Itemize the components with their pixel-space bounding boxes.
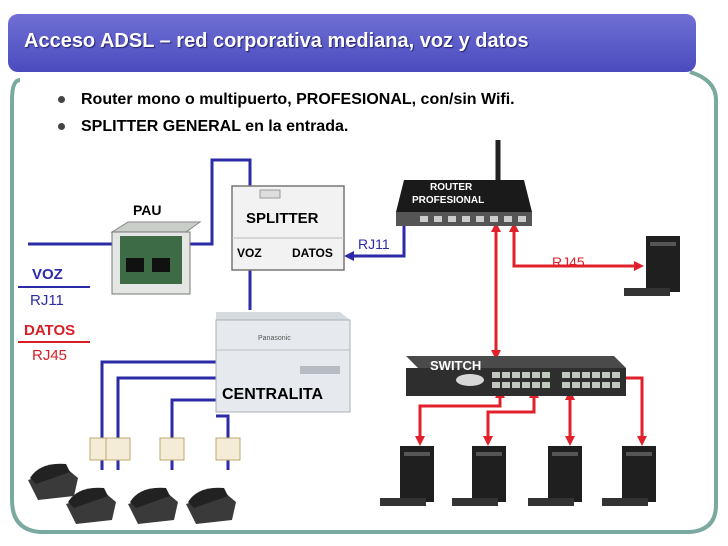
wall-socket-icon [89,437,241,461]
bullet-text: Router mono o multipuerto, PROFESIONAL, … [81,91,515,108]
slide-title: Acceso ADSL – red corporativa mediana, v… [24,30,529,52]
phone-icon [28,463,236,524]
bullet-item: Router mono o multipuerto, PROFESIONAL, … [58,91,515,109]
router-label-line1: ROUTER [430,182,473,193]
switch-label: SWITCH [430,358,482,373]
bullet-item: SPLITTER GENERAL en la entrada. [58,118,348,136]
rj11-router-label: RJ11 [358,236,390,252]
splitter-device-icon [231,185,345,271]
switch-icon [406,356,626,396]
router-label-line2: PROFESIONAL [412,195,485,206]
pbx-icon [215,312,351,413]
computer-icon [380,236,680,506]
splitter-label: SPLITTER [246,210,319,227]
data-lines [418,230,644,438]
legend-rj11: RJ11 [30,292,64,309]
pbx-brand-label: Panasonic [258,335,291,342]
pau-box-icon [110,221,202,295]
splitter-datos-port: DATOS [292,246,333,260]
router-icon [396,140,532,226]
bullet-dot-icon [58,123,65,131]
legend-rj45: RJ45 [32,347,68,364]
legend-datos: DATOS [24,322,76,339]
bullet-text: SPLITTER GENERAL en la entrada. [81,118,349,135]
rj45-pc-label: RJ45 [552,254,585,270]
splitter-voz-port: VOZ [237,246,262,260]
bullet-dot-icon [58,96,65,104]
pau-label: PAU [133,202,162,218]
legend-voz: VOZ [32,266,63,283]
slide-frame [10,70,718,534]
centralita-label: CENTRALITA [222,386,324,403]
title-bar [8,14,696,72]
